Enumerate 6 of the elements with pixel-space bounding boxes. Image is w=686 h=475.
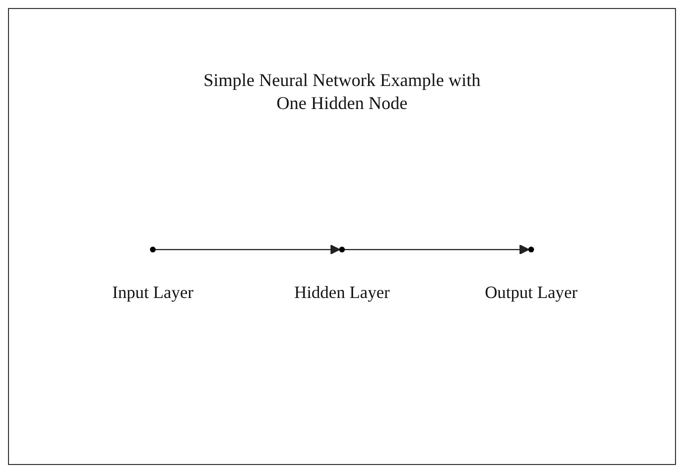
arrow bbox=[155, 244, 340, 254]
layer-caption: Output Layer bbox=[484, 282, 578, 302]
arrow bbox=[344, 244, 530, 254]
diagram-title: Simple Neural Network Example with One Hidden Node bbox=[202, 69, 482, 116]
layer-caption: Input Layer bbox=[112, 282, 194, 302]
layer-caption: Hidden Layer bbox=[294, 282, 390, 302]
